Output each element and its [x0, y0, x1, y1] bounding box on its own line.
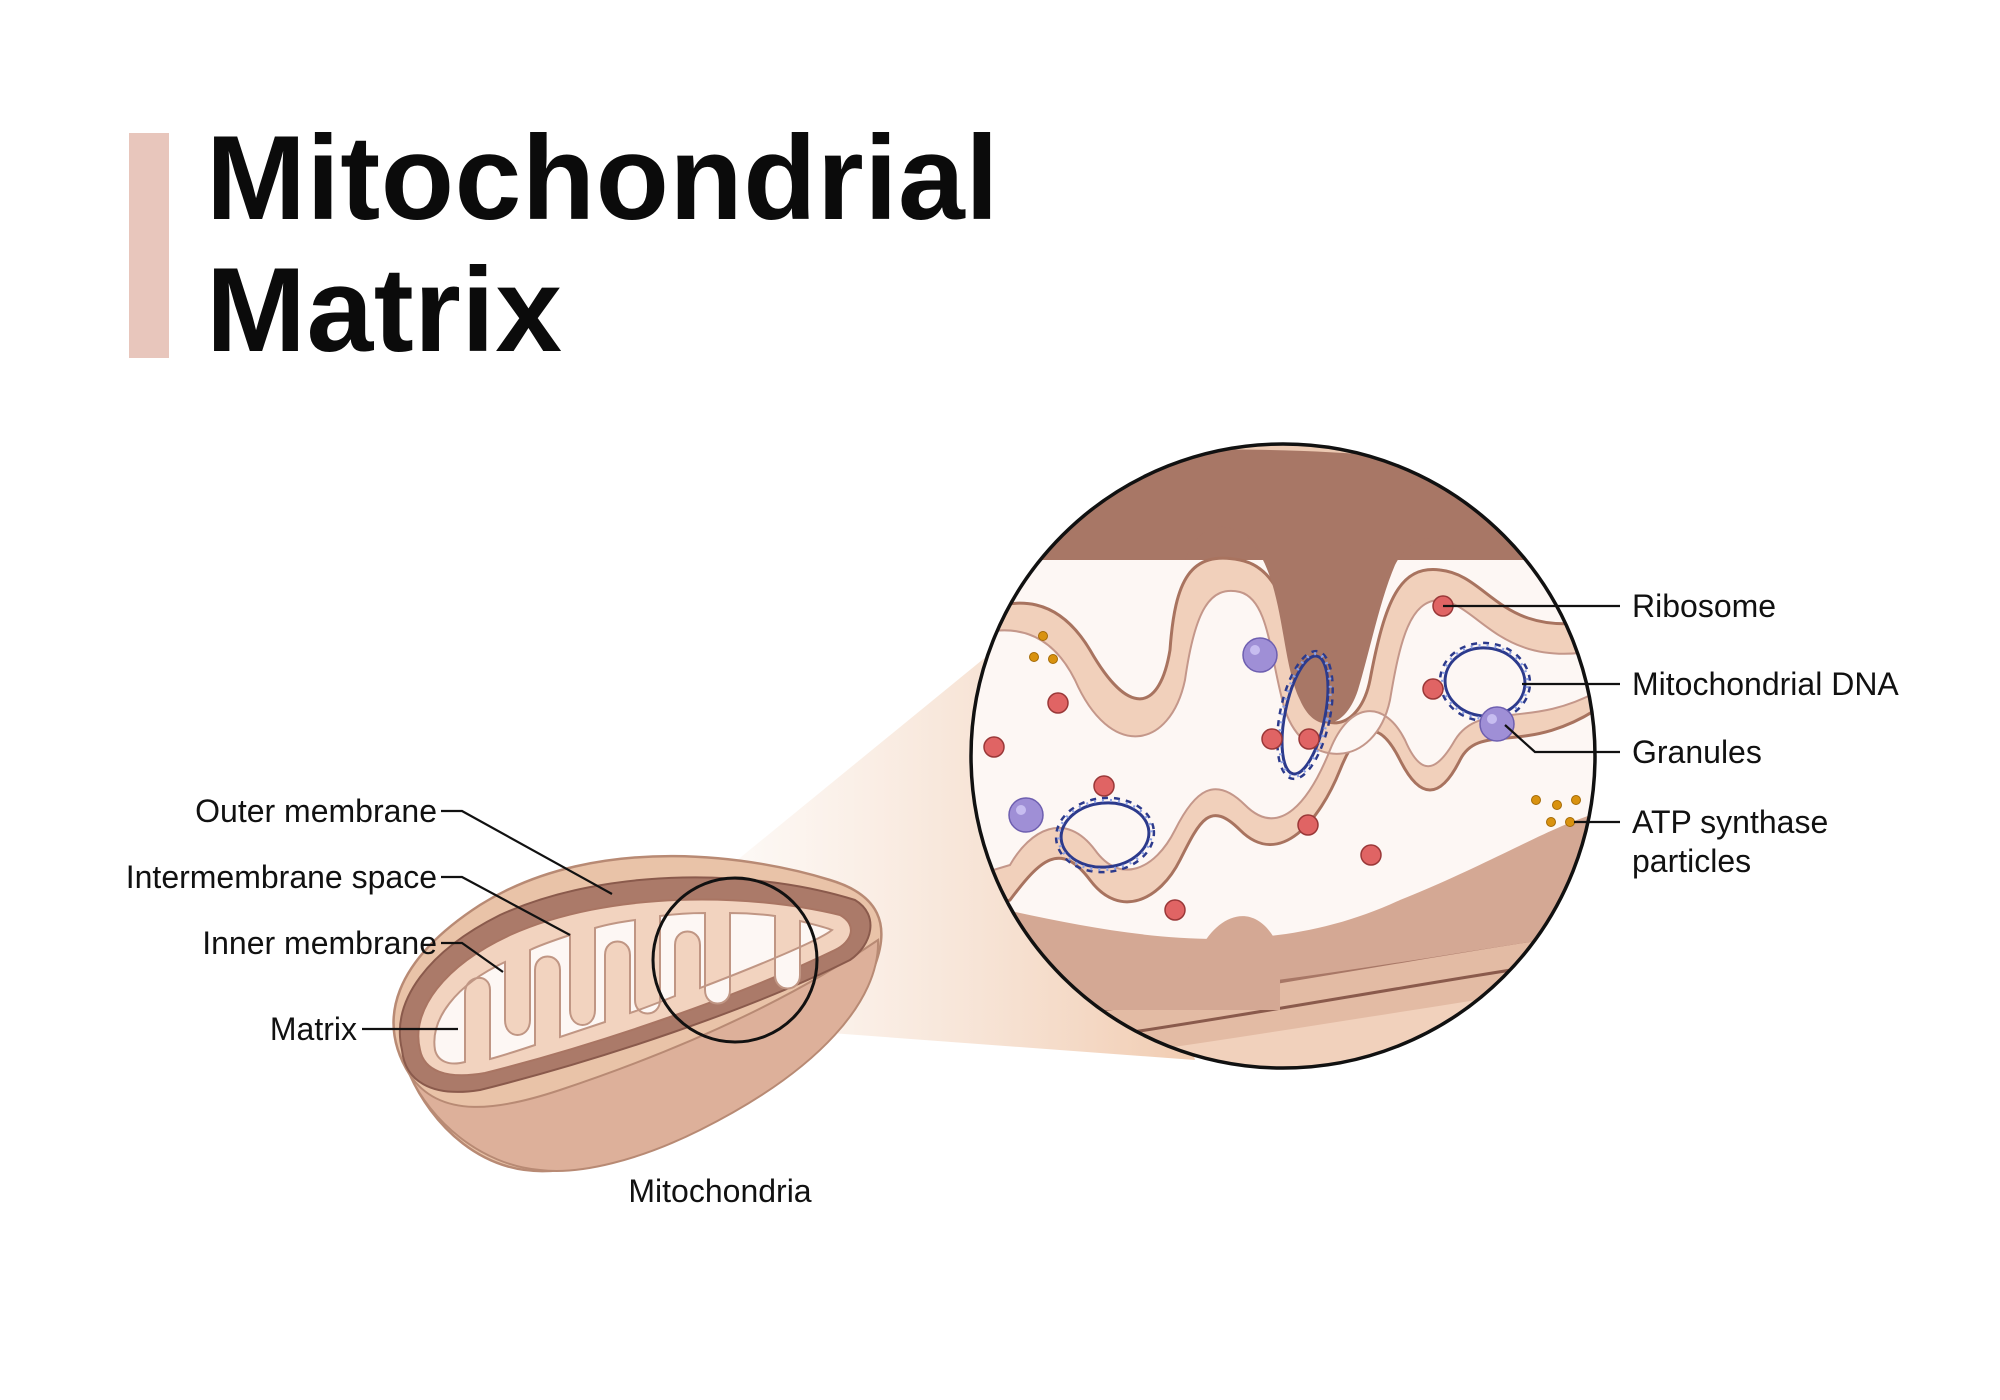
label-mito-dna: Mitochondrial DNA — [1632, 666, 1899, 702]
granule — [1479, 706, 1515, 742]
ribosome — [1360, 844, 1382, 866]
label-outer-membrane: Outer membrane — [195, 793, 437, 829]
label-atp-line1: ATP synthase — [1632, 804, 1828, 840]
atp-synthase-particle — [1038, 631, 1048, 641]
mitochondrion — [392, 854, 883, 1173]
label-matrix: Matrix — [270, 1011, 357, 1047]
granule — [1242, 637, 1278, 673]
atp-synthase-particle — [1048, 654, 1058, 664]
title-line-1: Mitochondrial — [206, 111, 1000, 245]
mitochondrion-matrix — [433, 911, 834, 1065]
left-leader-lines — [362, 809, 613, 1031]
granule — [1008, 797, 1044, 833]
atp-synthase-particle — [1571, 795, 1581, 805]
magnifier-circle-small — [651, 876, 819, 1044]
leader-granules — [1504, 724, 1620, 754]
label-inner-membrane: Inner membrane — [202, 925, 437, 961]
ribosome — [1047, 692, 1069, 714]
title-accent-bar — [129, 133, 169, 358]
ribosome — [1261, 728, 1283, 750]
ribosome — [1298, 728, 1320, 750]
atp-synthase-particle — [1531, 795, 1541, 805]
mitochondrial-dna-loop — [1054, 796, 1156, 874]
leader-inner-membrane — [441, 941, 504, 973]
atp-synthase-particle — [1565, 817, 1575, 827]
mitochondrion-front-face — [409, 938, 880, 1172]
label-intermembrane-space: Intermembrane space — [126, 859, 437, 895]
magnifier-circle-large — [969, 442, 1597, 1070]
label-ribosome: Ribosome — [1632, 588, 1776, 624]
page-title: Mitochondrial Matrix — [206, 112, 999, 376]
title-line-2: Matrix — [206, 243, 563, 377]
ribosome — [1422, 678, 1444, 700]
atp-synthase-particle — [1546, 817, 1556, 827]
caption-mitochondria: Mitochondria — [628, 1173, 811, 1209]
label-granules: Granules — [1632, 734, 1762, 770]
ribosome-group — [983, 595, 1454, 921]
leader-intermembrane-space — [441, 875, 571, 936]
atp-particle-group — [1029, 631, 1581, 827]
right-leader-lines — [1443, 604, 1620, 824]
ribosome — [1164, 899, 1186, 921]
label-atp-line2: particles — [1632, 843, 1751, 879]
atp-synthase-particle — [1552, 800, 1562, 810]
ribosome — [1297, 814, 1319, 836]
mitochondrial-dna-loop — [1276, 649, 1334, 781]
granule-group — [1008, 637, 1515, 833]
atp-synthase-particle — [1029, 652, 1039, 662]
ribosome — [1093, 775, 1115, 797]
ribosome — [983, 736, 1005, 758]
leader-outer-membrane — [441, 809, 613, 895]
